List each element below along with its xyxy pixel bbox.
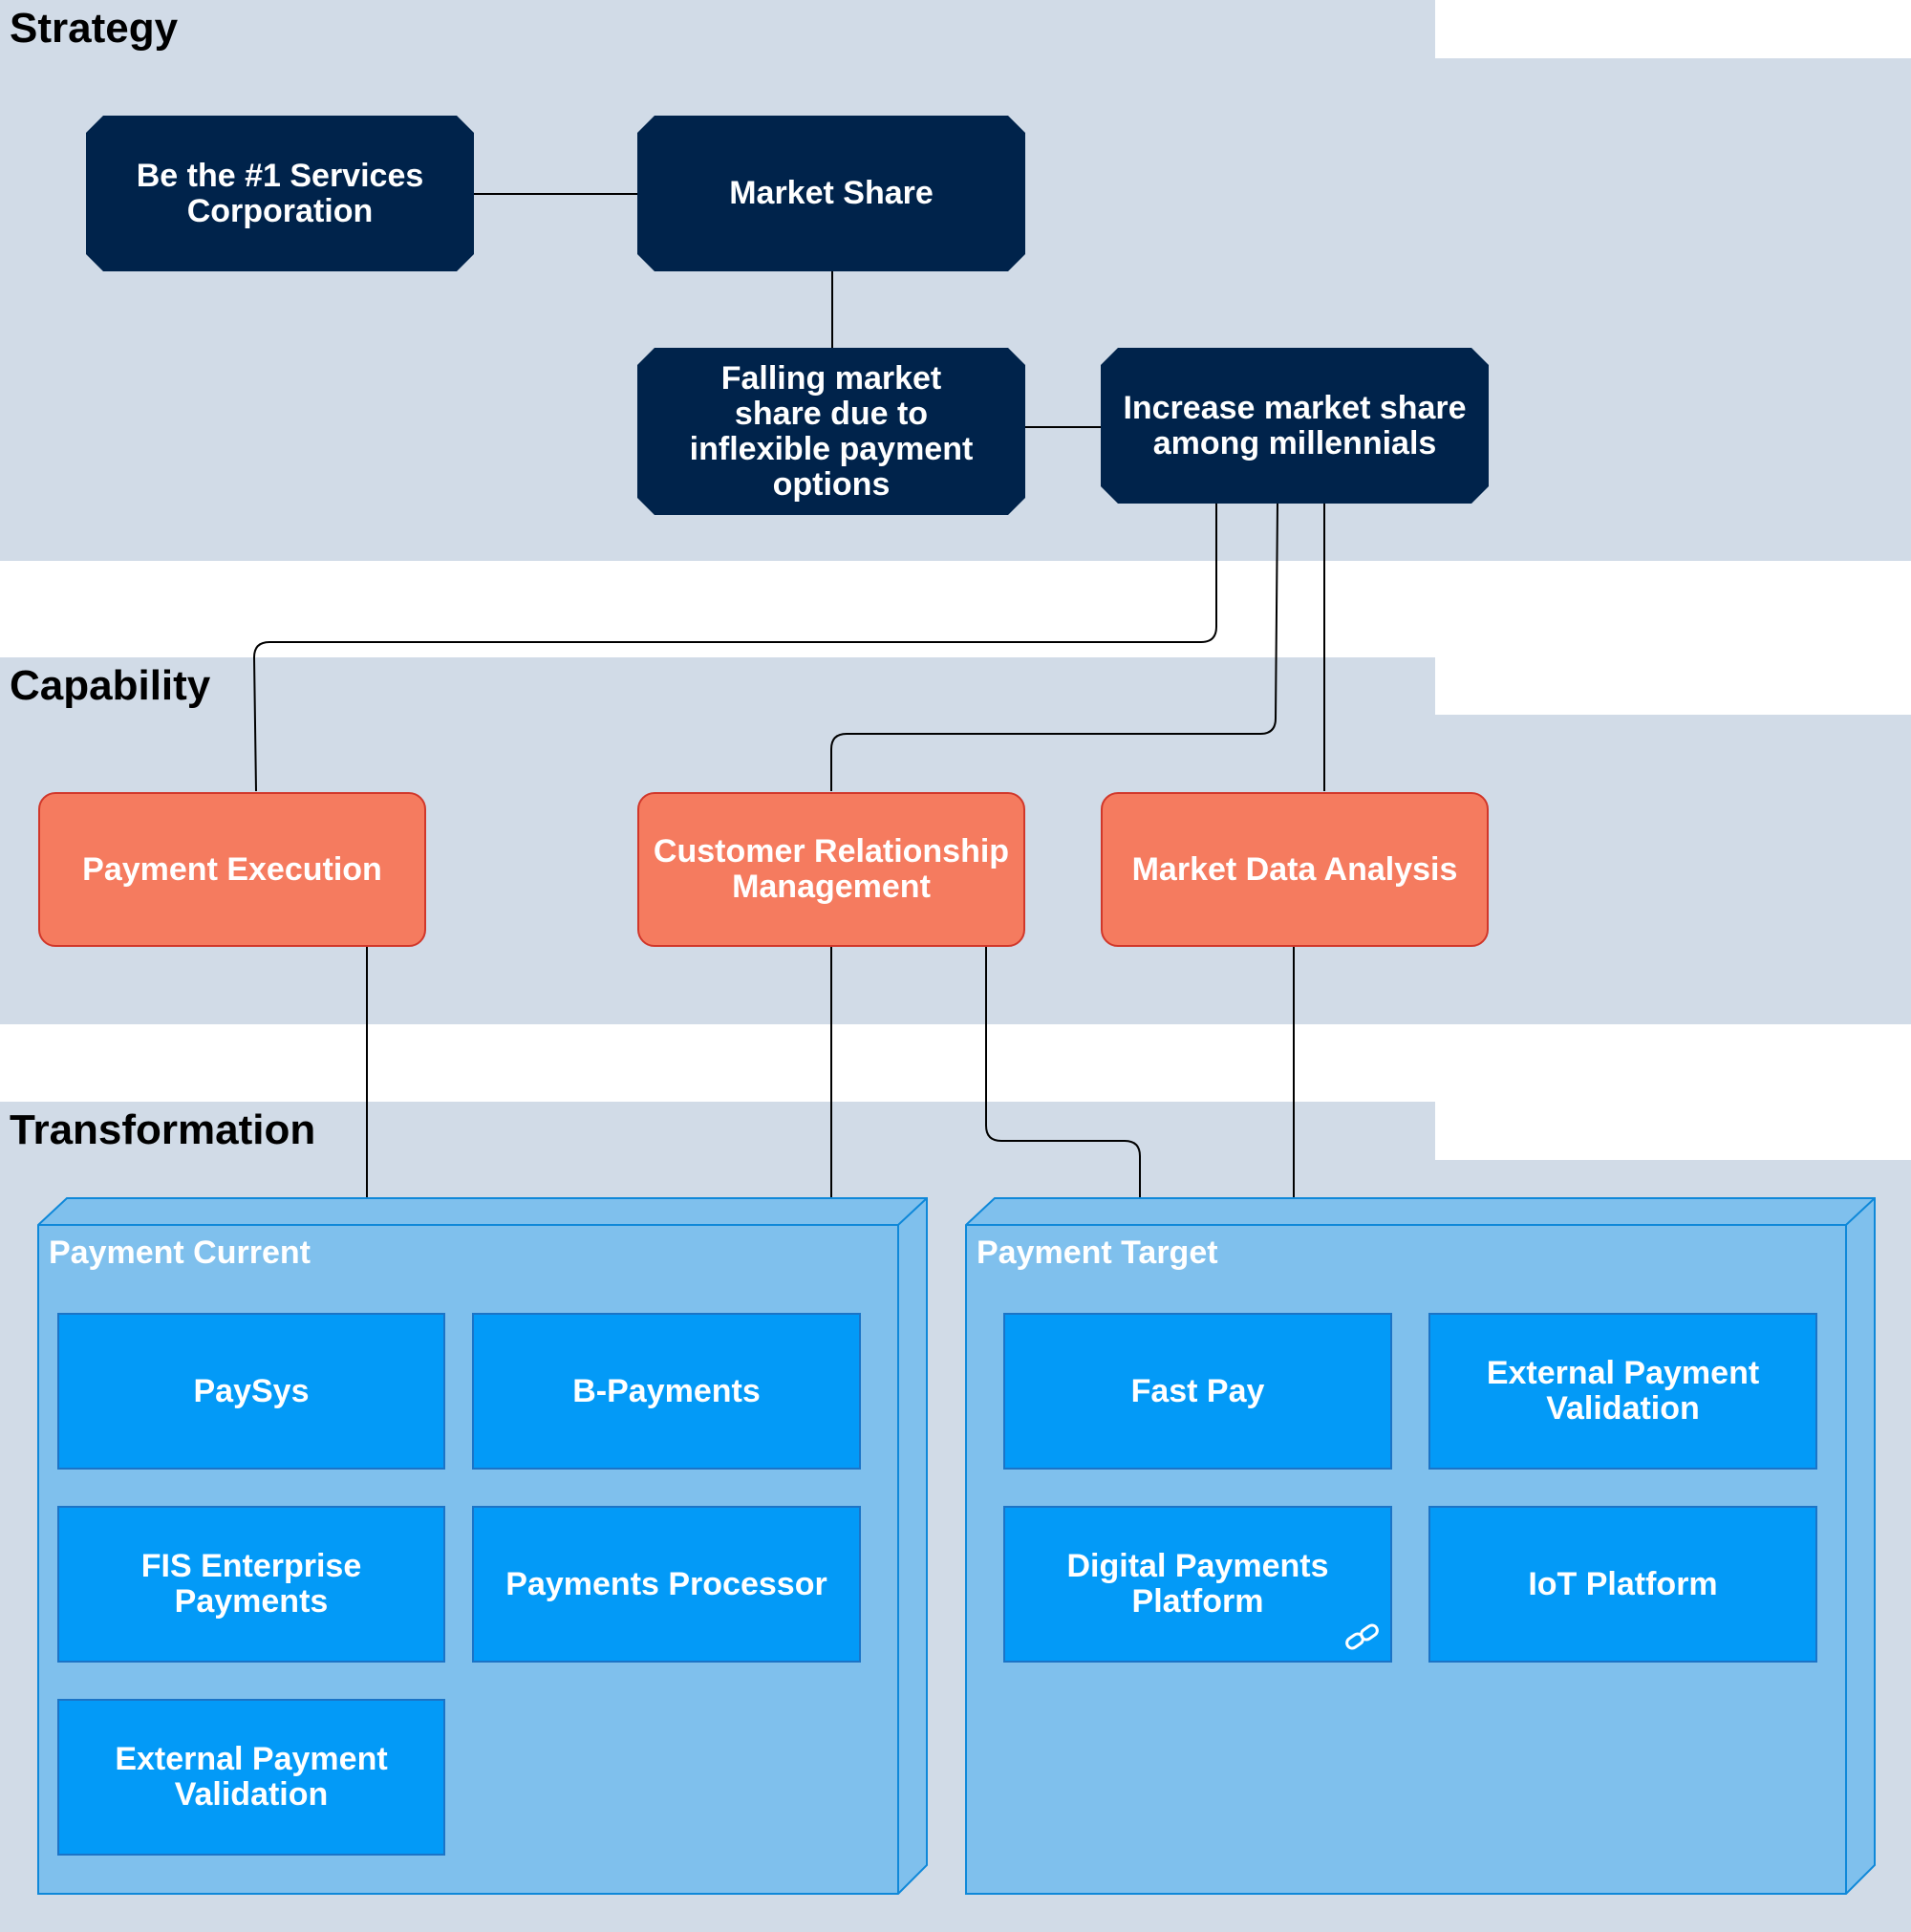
capability-lane-ext bbox=[1435, 715, 1911, 1024]
strategy-node-market-share[interactable]: Market Share bbox=[637, 116, 1025, 271]
strategy-node-falling-share[interactable]: Falling market share due to inflexible p… bbox=[637, 348, 1025, 515]
system-paysys[interactable]: PaySys bbox=[57, 1313, 445, 1470]
capability-crm[interactable]: Customer Relationship Management bbox=[637, 792, 1025, 947]
strategy-lane-ext bbox=[1435, 58, 1911, 561]
system-external-payment-validation-current[interactable]: External Payment Validation bbox=[57, 1699, 445, 1856]
payment-target-label: Payment Target bbox=[977, 1234, 1218, 1271]
edge-increase-crm bbox=[830, 503, 1278, 791]
edge-increase-execution bbox=[252, 504, 1217, 792]
capability-market-data[interactable]: Market Data Analysis bbox=[1101, 792, 1489, 947]
link-icon[interactable] bbox=[1343, 1621, 1382, 1654]
system-b-payments[interactable]: B-Payments bbox=[472, 1313, 861, 1470]
system-digital-payments-platform[interactable]: Digital Payments Platform bbox=[1003, 1506, 1392, 1663]
capability-payment-execution[interactable]: Payment Execution bbox=[38, 792, 426, 947]
system-payments-processor[interactable]: Payments Processor bbox=[472, 1506, 861, 1663]
system-fast-pay[interactable]: Fast Pay bbox=[1003, 1313, 1392, 1470]
strategy-title: Strategy bbox=[10, 5, 179, 52]
system-iot-platform[interactable]: IoT Platform bbox=[1428, 1506, 1817, 1663]
capability-title: Capability bbox=[10, 662, 211, 709]
system-fis-enterprise-payments[interactable]: FIS Enterprise Payments bbox=[57, 1506, 445, 1663]
edge-crm-target bbox=[985, 946, 1141, 1197]
strategy-node-corporation[interactable]: Be the #1 Services Corporation bbox=[86, 116, 474, 271]
transformation-title: Transformation bbox=[10, 1106, 316, 1153]
strategy-node-increase-share[interactable]: Increase market share among millennials bbox=[1101, 348, 1489, 504]
system-external-payment-validation-target[interactable]: External Payment Validation bbox=[1428, 1313, 1817, 1470]
payment-current-label: Payment Current bbox=[49, 1234, 311, 1271]
